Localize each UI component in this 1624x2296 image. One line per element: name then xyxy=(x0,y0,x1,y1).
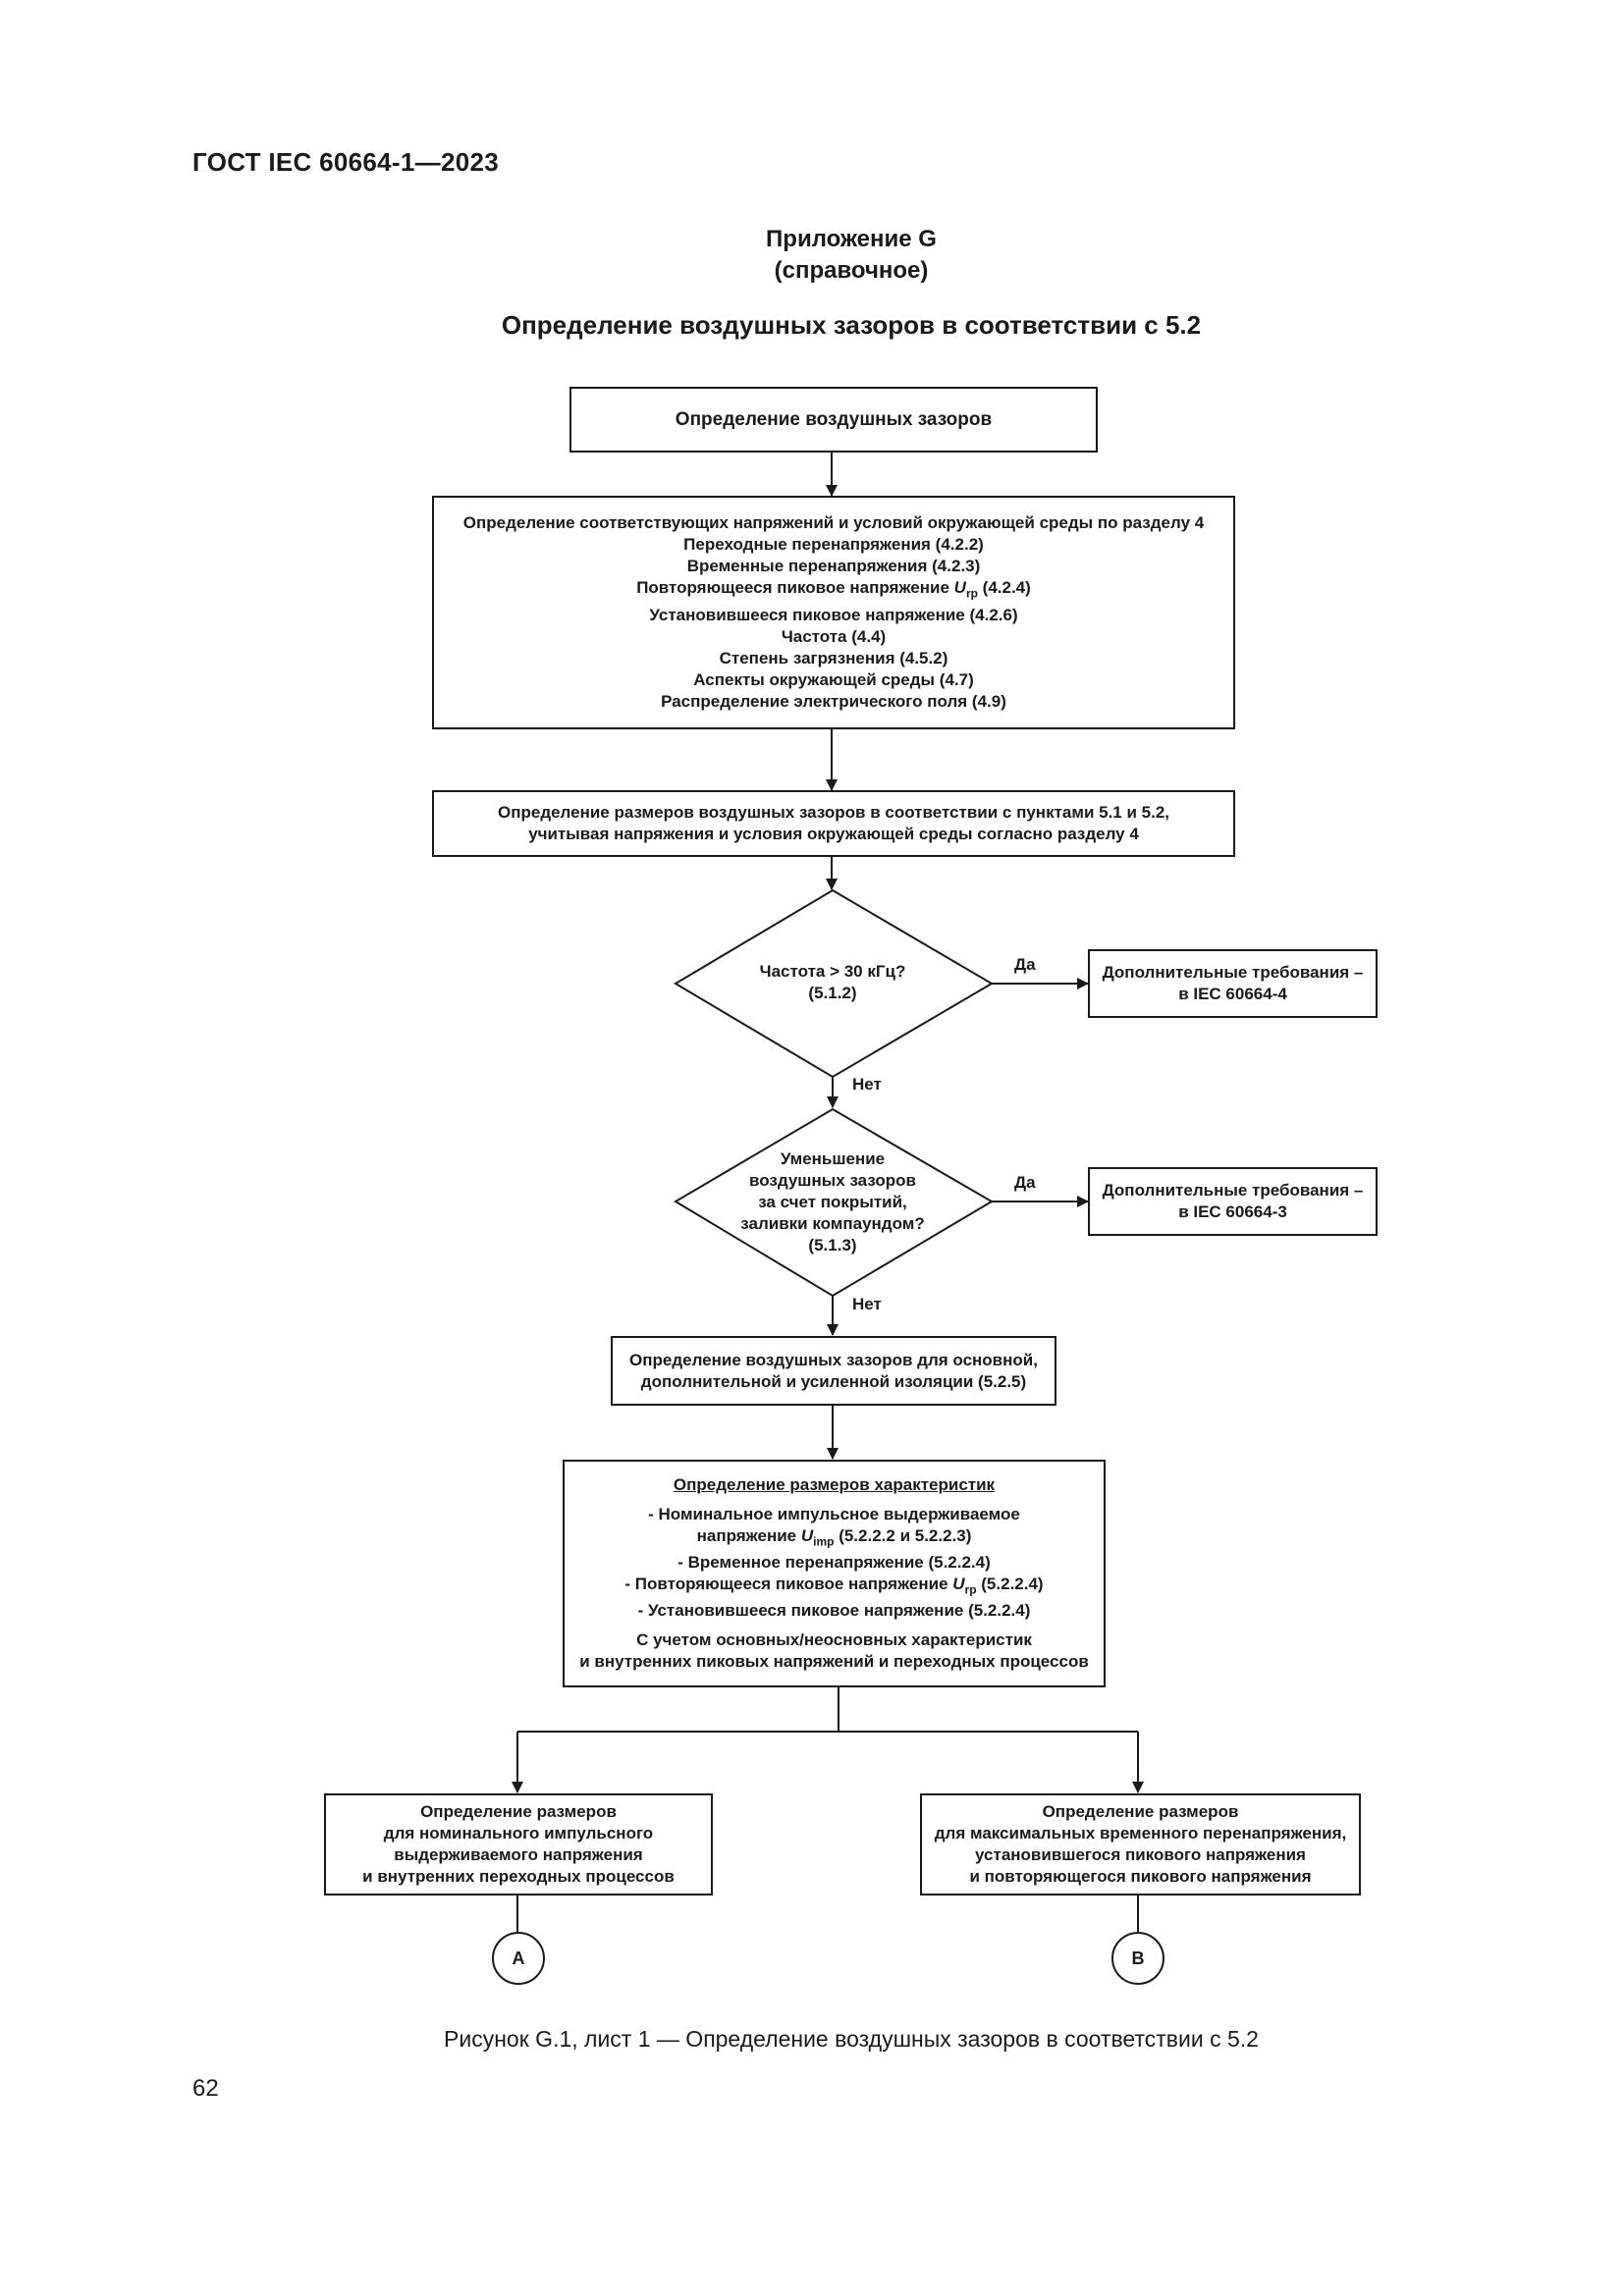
start-box-label: Определение воздушных зазоров xyxy=(675,408,993,430)
right-box-line: Определение размеров xyxy=(1042,1802,1239,1821)
decision2-line: Уменьшение xyxy=(780,1149,886,1168)
start-box: Определение воздушных зазоров xyxy=(569,387,1098,453)
req2-line: Дополнительные требования – xyxy=(1102,1181,1364,1200)
decision2-no-label: Нет xyxy=(852,1295,882,1313)
decision1-question: Частота > 30 кГц? xyxy=(759,962,906,981)
conditions-line: Частота (4.4) xyxy=(781,626,887,646)
overvoltage-sizing-box: Определение размеров для максимальных вр… xyxy=(920,1793,1361,1896)
connector-b: B xyxy=(1111,1932,1164,1985)
decision2-yes-label: Да xyxy=(1014,1173,1036,1192)
insulation-line: дополнительной и усиленной изоляции (5.2… xyxy=(640,1371,1027,1391)
characteristics-box: Определение размеров характеристик - Ном… xyxy=(563,1460,1106,1687)
characteristics-item: - Временное перенапряжение (5.2.2.4) xyxy=(677,1553,991,1572)
annex-title: Приложение G xyxy=(766,226,937,252)
conditions-line: Распределение электрического поля (4.9) xyxy=(661,691,1006,711)
characteristics-note: С учетом основных/неосновных характерист… xyxy=(636,1630,1032,1650)
characteristics-note: и внутренних пиковых напряжений и перехо… xyxy=(579,1652,1089,1672)
left-box-line: выдерживаемого напряжения xyxy=(394,1845,643,1864)
decision1-ref: (5.1.2) xyxy=(808,984,857,1002)
impulse-sizing-box: Определение размеров для номинального им… xyxy=(324,1793,713,1896)
right-box-line: и повторяющегося пикового напряжения xyxy=(969,1867,1312,1886)
section-title: Определение воздушных зазоров в соответс… xyxy=(501,310,1202,340)
sizing-box: Определение размеров воздушных зазоров в… xyxy=(432,790,1235,857)
right-box-line: установившегося пикового напряжения xyxy=(975,1845,1306,1864)
decision2-line: за счет покрытий, xyxy=(758,1193,907,1211)
conditions-line: Повторяющееся пиковое напряжение Urp (4.… xyxy=(636,578,1031,601)
left-box-line: Определение размеров xyxy=(420,1802,617,1821)
figure-caption: Рисунок G.1, лист 1 — Определение воздуш… xyxy=(444,2026,1259,2052)
conditions-line: Аспекты окружающей среды (4.7) xyxy=(693,669,974,689)
req1-line: Дополнительные требования – xyxy=(1102,963,1364,982)
req2-line: в IEC 60664-3 xyxy=(1178,1202,1287,1221)
req1-line: в IEC 60664-4 xyxy=(1178,985,1287,1003)
right-box-line: для максимальных временного перенапряжен… xyxy=(934,1824,1347,1842)
conditions-line: Временные перенапряжения (4.2.3) xyxy=(686,557,981,576)
conditions-line: Степень загрязнения (4.5.2) xyxy=(719,648,948,667)
decision1-yes-label: Да xyxy=(1014,955,1036,974)
decision2-line: воздушных зазоров xyxy=(749,1171,916,1190)
insulation-line: Определение воздушных зазоров для основн… xyxy=(629,1350,1038,1369)
requirements-iec-60664-3-box: Дополнительные требования – в IEC 60664-… xyxy=(1088,1167,1378,1236)
requirements-iec-60664-4-box: Дополнительные требования – в IEC 60664-… xyxy=(1088,949,1378,1018)
conditions-line: Определение соответствующих напряжений и… xyxy=(462,513,1205,533)
left-box-line: и внутренних переходных процессов xyxy=(362,1867,675,1886)
left-box-line: для номинального импульсного xyxy=(383,1824,654,1842)
sizing-line: Определение размеров воздушных зазоров в… xyxy=(497,803,1170,822)
connector-a: A xyxy=(492,1932,545,1985)
annex-note: (справочное) xyxy=(774,257,929,284)
decision1-no-label: Нет xyxy=(852,1075,882,1094)
sizing-line: учитывая напряжения и условия окружающей… xyxy=(528,825,1139,843)
conditions-box: Определение соответствующих напряжений и… xyxy=(432,496,1235,729)
characteristics-item: - Установившееся пиковое напряжение (5.2… xyxy=(637,1601,1031,1621)
decision2-line: (5.1.3) xyxy=(808,1236,857,1255)
conditions-line: Установившееся пиковое напряжение (4.2.6… xyxy=(649,605,1018,624)
characteristics-item: - Повторяющееся пиковое напряжение Urp (… xyxy=(624,1575,1044,1597)
page-number: 62 xyxy=(192,2075,219,2102)
insulation-box: Определение воздушных зазоров для основн… xyxy=(611,1336,1056,1406)
decision2-text: Уменьшение воздушных зазоров за счет пок… xyxy=(705,1148,960,1256)
characteristics-item: напряжение Uimp (5.2.2.2 и 5.2.2.3) xyxy=(696,1525,972,1548)
conditions-line: Переходные перенапряжения (4.2.2) xyxy=(683,535,984,555)
decision1-text: Частота > 30 кГц? (5.1.2) xyxy=(705,961,960,1004)
decision2-line: заливки компаундом? xyxy=(740,1214,925,1233)
characteristics-item: - Номинальное импульсное выдерживаемое xyxy=(648,1504,1020,1523)
document-id: ГОСТ IEC 60664-1—2023 xyxy=(192,147,499,177)
characteristics-heading: Определение размеров характеристик xyxy=(673,1474,996,1494)
